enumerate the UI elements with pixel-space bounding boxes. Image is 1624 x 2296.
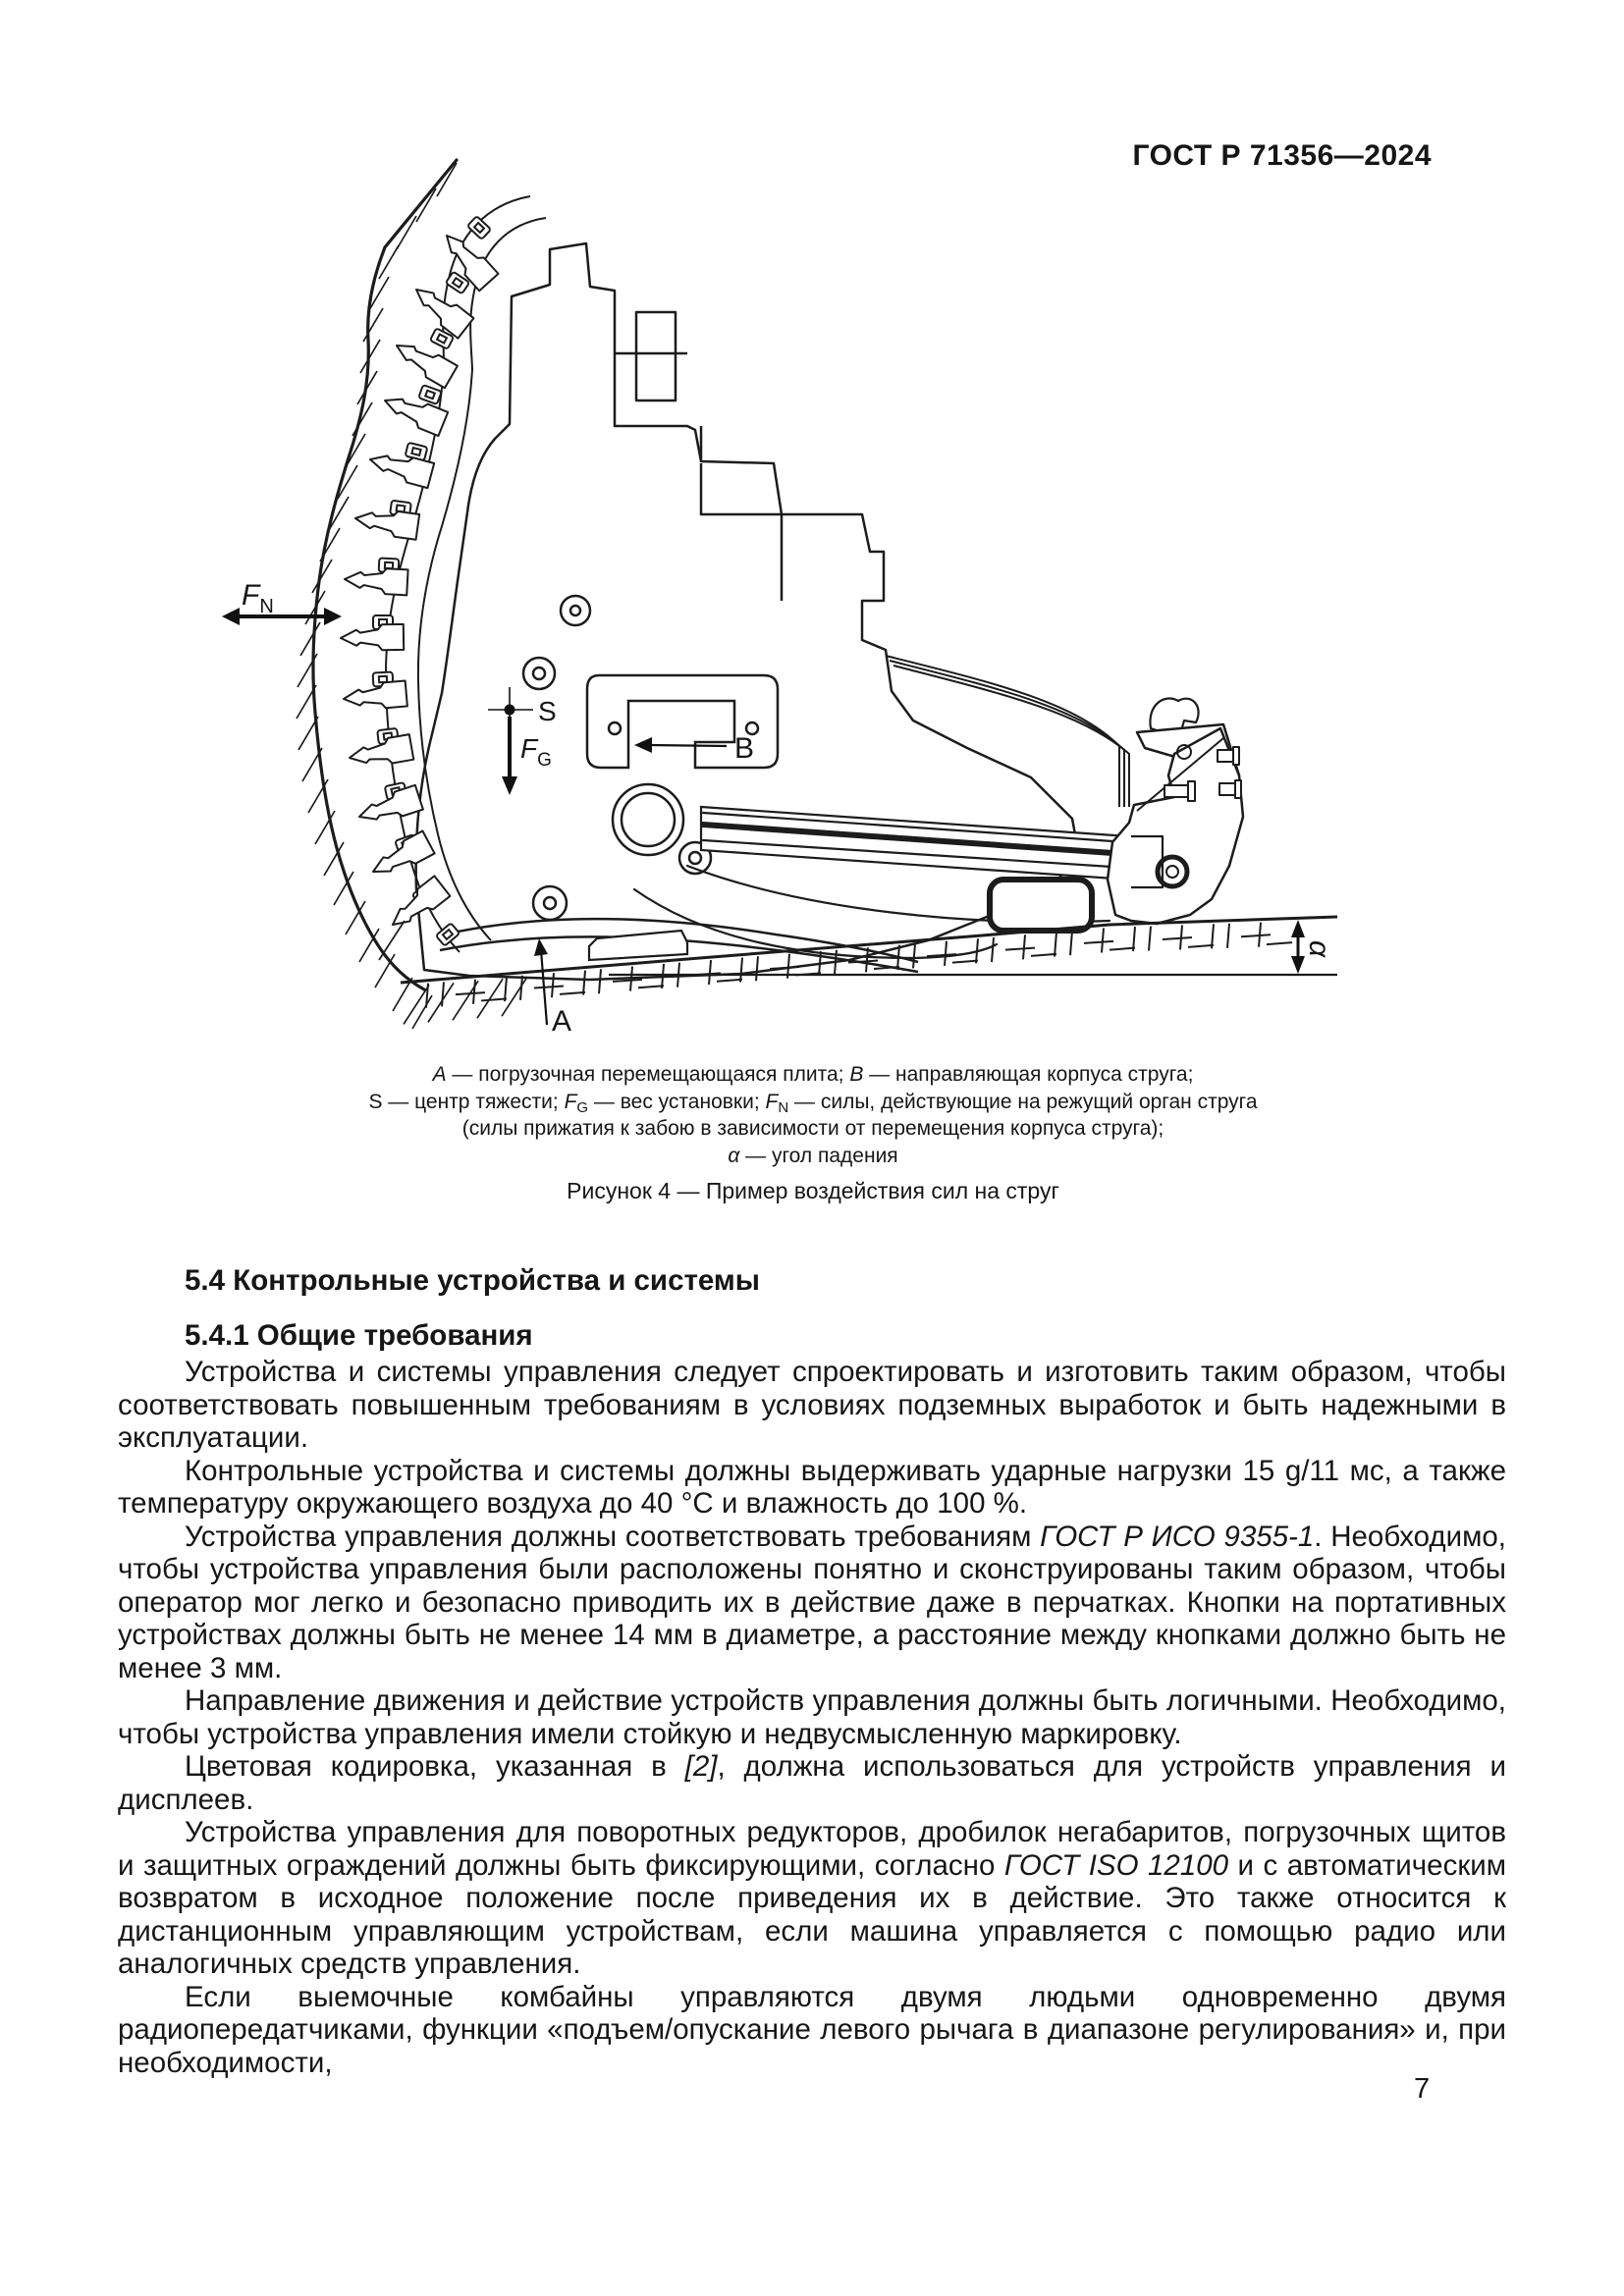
b-leader — [634, 737, 728, 753]
alpha-label: α — [1303, 940, 1335, 958]
fn-arrow — [222, 608, 342, 625]
skid-foot — [987, 877, 1095, 934]
plow-guide-assembly — [1106, 697, 1245, 926]
plow-body — [414, 241, 1080, 982]
a-leader — [534, 938, 549, 1026]
floor-line — [400, 915, 1338, 985]
paragraph-7: Если выемочные комбайны управляются двум… — [118, 1980, 1506, 2079]
floor-hatching — [378, 920, 1293, 1025]
figure-caption-line-2: S — центр тяжести; FG — вес установки; F… — [368, 1090, 1258, 1116]
figure-caption-line-1: А — погрузочная перемещающаяся плита; В … — [432, 1063, 1194, 1086]
figure-caption: А — погрузочная перемещающаяся плита; В … — [120, 1061, 1506, 1169]
b-label: B — [734, 732, 754, 765]
figure-caption-line-4: α — угол падения — [728, 1144, 898, 1167]
figure-caption-line-3: (силы прижатия к забою в зависимости от … — [461, 1117, 1164, 1140]
guide-clamp — [585, 673, 780, 770]
heading-5-4-1: 5.4.1 Общие требования — [185, 1318, 533, 1352]
paragraph-2: Контрольные устройства и системы должны … — [118, 1454, 1506, 1521]
fg-arrow — [502, 717, 517, 795]
hose-bundle — [885, 655, 1130, 807]
page-number: 7 — [1414, 2073, 1431, 2105]
figure-4: FN S FG B А — [0, 0, 1624, 1060]
paragraph-5: Цветовая кодировка, указанная в [2], дол… — [118, 1750, 1506, 1816]
coal-face-line — [311, 158, 459, 991]
fn-label: FN — [242, 579, 274, 617]
a-label: А — [552, 1005, 571, 1038]
figure-4-drawing: FN S FG B А — [222, 158, 1338, 1038]
paragraph-6: Устройства управления для поворотных ред… — [118, 1816, 1506, 1980]
heading-5-4: 5.4 Контрольные устройства и системы — [185, 1264, 760, 1297]
floor-plate-bar — [587, 929, 689, 962]
paragraph-4: Направление движения и действие устройст… — [118, 1684, 1506, 1750]
plow-body-details — [521, 594, 780, 922]
figure-title: Рисунок 4 — Пример воздействия сил на ст… — [567, 1178, 1059, 1203]
paragraph-3: Устройства управления должны соответство… — [118, 1520, 1506, 1684]
fg-label: FG — [520, 733, 552, 771]
section-5-4: 5.4 Контрольные устройства и системы 5.4… — [118, 1264, 1506, 2079]
paragraph-1: Устройства и системы управления следует … — [118, 1356, 1506, 1454]
guide-cap — [1149, 697, 1200, 736]
alpha-dimension — [1291, 920, 1305, 974]
s-label: S — [538, 696, 557, 726]
doc-number: ГОСТ Р 71356—2024 — [1132, 139, 1432, 172]
